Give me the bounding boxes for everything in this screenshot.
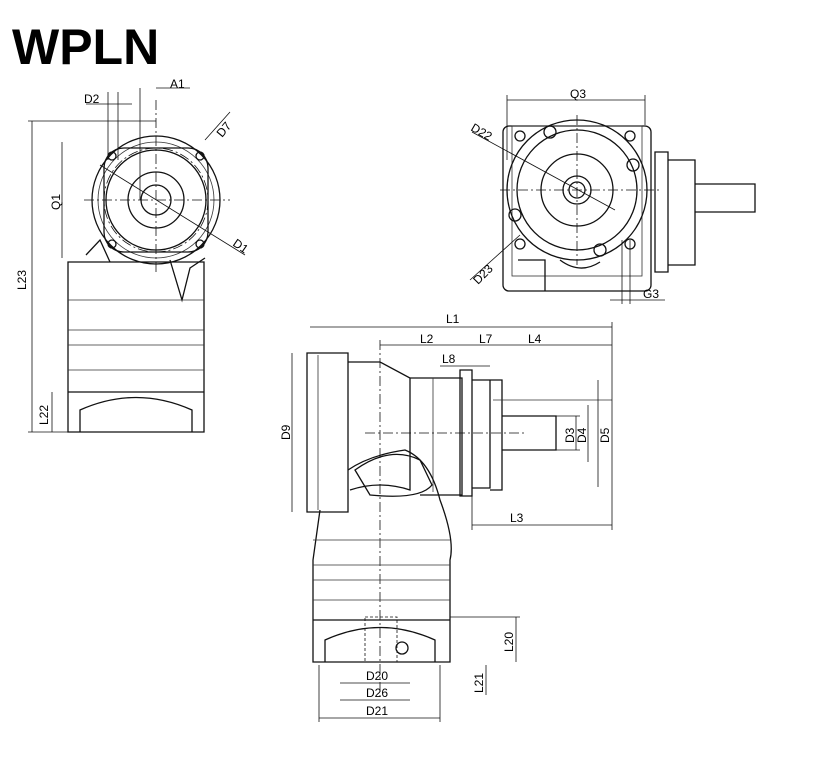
dim-l1: L1 bbox=[446, 312, 460, 326]
dim-l23: L23 bbox=[15, 270, 29, 290]
dim-l2: L2 bbox=[420, 332, 434, 346]
dim-d3: D3 bbox=[563, 427, 577, 443]
dim-l8: L8 bbox=[442, 352, 456, 366]
dim-d5: D5 bbox=[598, 427, 612, 443]
dim-d7: D7 bbox=[214, 119, 235, 140]
dim-d4: D4 bbox=[575, 427, 589, 443]
dim-l3: L3 bbox=[510, 511, 524, 525]
dim-d9: D9 bbox=[279, 424, 293, 440]
product-title: WPLN bbox=[12, 19, 159, 75]
dim-d26: D26 bbox=[366, 686, 388, 700]
dim-g3: G3 bbox=[643, 287, 659, 301]
dim-d23: D23 bbox=[470, 261, 496, 287]
end-view: Q3 D22 D23 G3 bbox=[469, 87, 756, 304]
dim-l7: L7 bbox=[479, 332, 493, 346]
dim-d22: D22 bbox=[469, 120, 495, 143]
front-view: D2 A1 D7 Q1 D1 L23 L22 bbox=[15, 77, 251, 433]
dim-q3: Q3 bbox=[570, 87, 586, 101]
dim-l4: L4 bbox=[528, 332, 542, 346]
dim-d2: D2 bbox=[84, 92, 100, 106]
dim-a1: A1 bbox=[170, 77, 185, 91]
dim-l22: L22 bbox=[37, 405, 51, 425]
dim-l21: L21 bbox=[472, 673, 486, 693]
dim-q1: Q1 bbox=[49, 194, 63, 210]
dim-d1: D1 bbox=[230, 236, 251, 256]
dim-d21: D21 bbox=[366, 704, 388, 718]
dim-d20: D20 bbox=[366, 669, 388, 683]
side-view: L1 L2 L7 L4 L8 D9 D3 D4 D5 L3 D20 D26 D2… bbox=[279, 312, 613, 722]
dim-l20: L20 bbox=[502, 632, 516, 652]
